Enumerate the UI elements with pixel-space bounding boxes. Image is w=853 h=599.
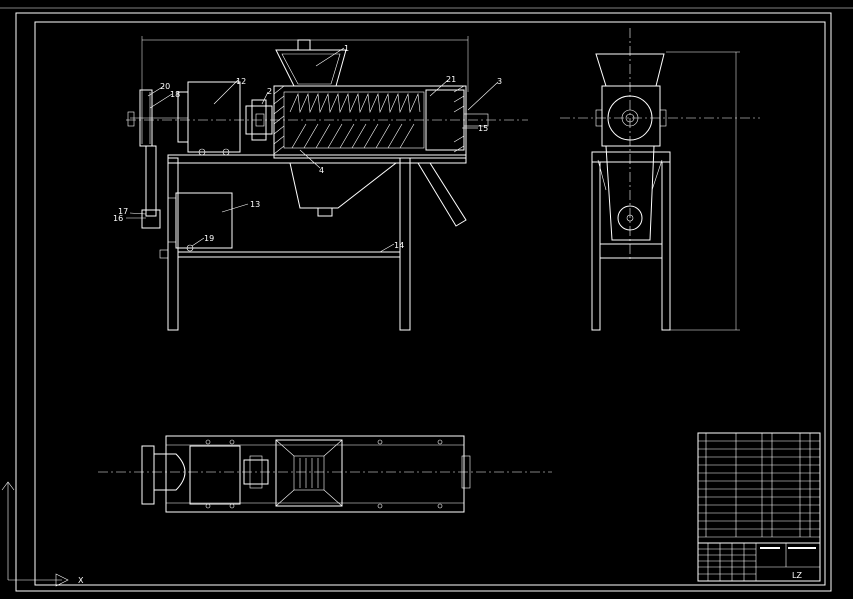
side-view	[560, 28, 760, 331]
callout-17: 17	[118, 207, 128, 216]
callout-2: 2	[267, 87, 272, 96]
front-view	[126, 36, 528, 331]
part-callouts: 1 2 3 4 12 13 14 15 16 17 18 19 20 21	[113, 44, 502, 253]
ucs-icon: X	[1, 481, 84, 587]
callout-18: 18	[170, 90, 180, 99]
callout-16: 16	[113, 214, 123, 223]
title-block-code: LZ	[792, 571, 802, 580]
title-block: LZ	[697, 432, 821, 582]
callout-4: 4	[319, 166, 324, 175]
callout-1: 1	[344, 44, 349, 53]
ucs-x-label: X	[78, 576, 84, 585]
callout-13: 13	[250, 200, 260, 209]
callout-14: 14	[394, 241, 404, 250]
callout-20: 20	[160, 82, 170, 91]
callout-3: 3	[497, 77, 502, 86]
callout-21: 21	[446, 75, 456, 84]
drawing-frame	[15, 12, 832, 592]
callout-12: 12	[236, 77, 246, 86]
callout-15: 15	[478, 124, 488, 133]
top-view	[98, 435, 552, 513]
callout-19: 19	[204, 234, 214, 243]
